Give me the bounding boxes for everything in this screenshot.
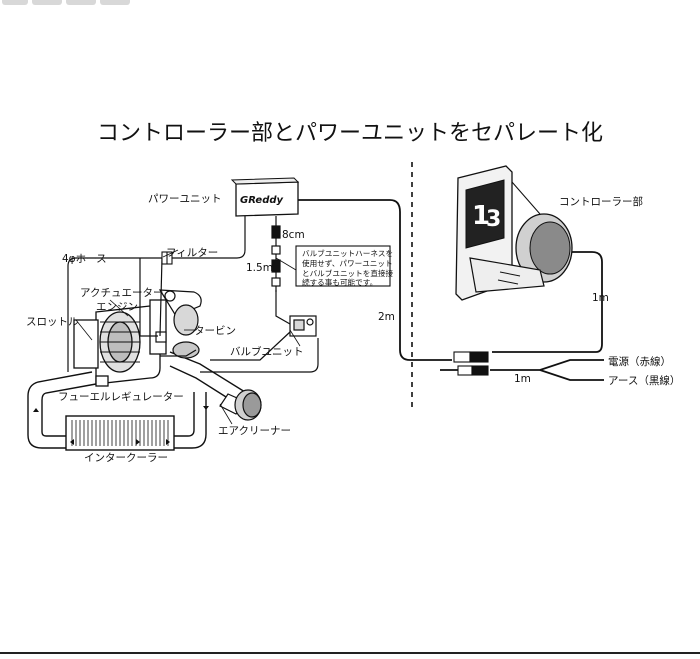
label-intercooler: インタークーラー <box>84 452 168 464</box>
label-power-red: 電源（赤線） <box>608 355 671 368</box>
bottom-rule <box>0 652 700 654</box>
label-turbine: タービン <box>194 325 236 337</box>
flow-arrows <box>33 406 209 445</box>
note-line-3: とバルブユニットを直接接 <box>302 268 394 278</box>
length-1-5m: 1.5m <box>246 262 273 274</box>
length-8cm: 8cm <box>282 229 305 241</box>
intercooler-graphic <box>65 415 175 451</box>
length-1m-controller: 1m <box>592 292 609 304</box>
label-leaders <box>75 299 301 425</box>
filter-leader <box>162 249 179 258</box>
engine-graphic <box>73 299 167 387</box>
controller-connectors <box>453 351 489 376</box>
label-air-cleaner: エアクリーナー <box>218 425 291 437</box>
header-decor <box>66 0 96 5</box>
harness-connectors <box>271 216 281 292</box>
length-2m: 2m <box>378 311 395 323</box>
valve-unit-graphic <box>289 315 317 337</box>
power-unit-logo: GReddy <box>240 195 284 206</box>
page-title: コントローラー部とパワーユニットをセパレート化 <box>97 121 603 146</box>
air-cleaner-graphic <box>219 389 262 421</box>
header-decor <box>2 0 28 5</box>
header-decor <box>100 0 130 5</box>
label-controller: コントローラー部 <box>559 195 643 208</box>
svg-text:1: 1 <box>472 201 490 231</box>
note-line-1: バルブユニットハーネスを <box>302 248 393 258</box>
harness-note: バルブユニットハーネスを 使用せず、パワーユニット とバルブユニットを直接接 続… <box>275 245 394 287</box>
turbine-graphic <box>155 289 202 359</box>
header-decor <box>32 0 62 5</box>
label-throttle: スロットル <box>26 316 79 328</box>
label-ground-black: アース（黒線） <box>608 374 680 387</box>
svg-text:3: 3 <box>486 207 501 232</box>
label-hose: 4φホース <box>62 253 107 265</box>
power-unit-graphic: GReddy <box>230 177 300 217</box>
label-filter: フィルター <box>166 247 218 259</box>
label-valve-unit: バルブユニット <box>230 345 304 358</box>
controller-wiring <box>298 199 604 381</box>
note-line-2: 使用せず、パワーユニット <box>302 258 393 268</box>
length-1m-power: 1m <box>514 373 531 385</box>
label-actuator: アクチュエーター <box>80 287 163 299</box>
controller-graphic: 1 3 <box>455 165 573 301</box>
label-power-unit: パワーユニット <box>148 193 222 205</box>
note-line-4: 続する事も可能です。 <box>302 277 377 287</box>
label-fuel-regulator: フューエルレギュレーター <box>58 391 184 403</box>
vacuum-hose <box>67 210 319 373</box>
filter-graphic <box>161 251 173 265</box>
label-engine: エンジン <box>96 301 138 313</box>
